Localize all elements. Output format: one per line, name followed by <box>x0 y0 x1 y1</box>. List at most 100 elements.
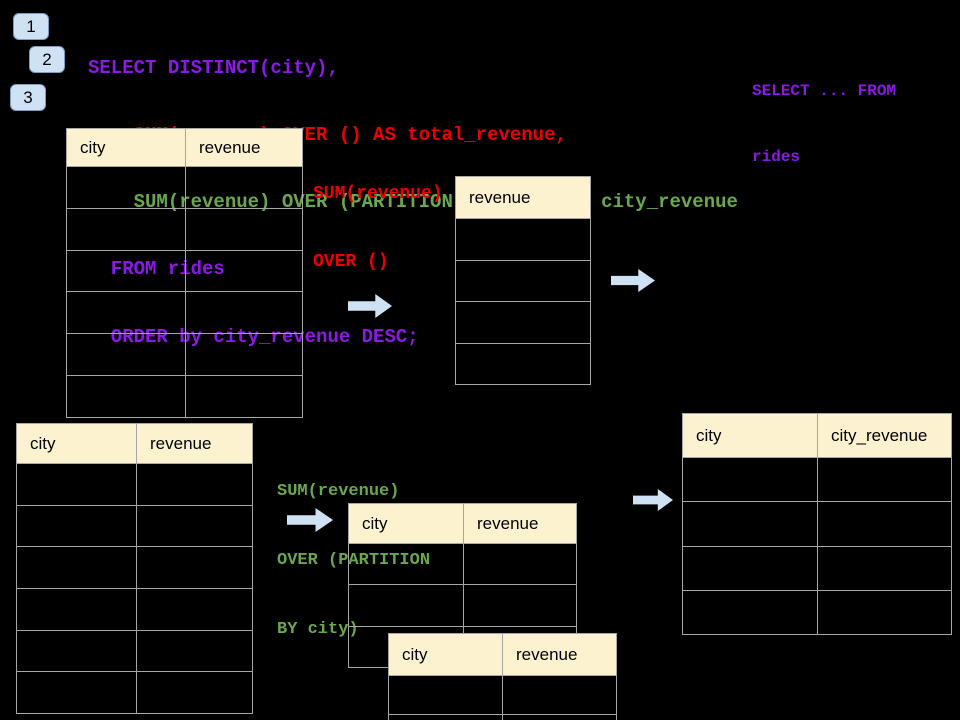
table-partition-step-1: city revenue <box>348 503 577 668</box>
table-row <box>17 589 253 631</box>
empty-cell <box>137 464 253 506</box>
sql-snippet-from-rides: SELECT ... FROM rides <box>752 36 896 212</box>
table-row <box>17 672 253 715</box>
table-rides-source-top: city revenue <box>66 128 303 418</box>
empty-cell <box>137 672 253 715</box>
column-header-city: city <box>67 129 186 167</box>
empty-cell <box>186 167 303 209</box>
snippet-line-2: rides <box>752 148 801 166</box>
table-row <box>683 458 952 503</box>
empty-cell <box>17 630 137 673</box>
empty-cell <box>464 544 577 586</box>
table-header-row: city revenue <box>67 129 303 167</box>
empty-cell <box>137 630 253 673</box>
empty-cell <box>818 502 952 547</box>
empty-cell <box>67 334 186 376</box>
flow-arrow-right-icon <box>633 489 673 511</box>
empty-cell <box>683 458 818 503</box>
empty-cell <box>186 334 303 376</box>
table-row <box>456 260 591 302</box>
empty-cell <box>186 292 303 335</box>
empty-cell <box>389 676 503 715</box>
table-row <box>17 505 253 548</box>
step-badge-3: 3 <box>10 84 46 111</box>
table-header-row: city city_revenue <box>683 414 952 458</box>
empty-cell <box>456 302 591 344</box>
sql-line-select: SELECT DISTINCT(city), <box>88 56 339 79</box>
empty-cell <box>67 167 186 209</box>
table-partition-step-2: city revenue <box>388 633 617 720</box>
step-badge-1-label: 1 <box>26 16 36 36</box>
empty-cell <box>683 590 818 636</box>
column-header-revenue: revenue <box>137 424 253 464</box>
empty-cell <box>683 546 818 591</box>
empty-cell <box>464 585 577 627</box>
empty-cell <box>137 547 253 590</box>
step-badge-1: 1 <box>13 13 49 40</box>
step-badge-2-label: 2 <box>42 49 52 69</box>
column-header-revenue: revenue <box>464 504 577 544</box>
empty-cell <box>186 375 303 418</box>
empty-cell <box>503 676 617 715</box>
empty-cell <box>137 589 253 631</box>
empty-cell <box>349 544 464 586</box>
empty-cell <box>389 715 503 720</box>
empty-cell <box>503 715 617 720</box>
table-row <box>67 292 303 335</box>
label-sum-over-partition-line-2: OVER (PARTITION <box>277 551 431 570</box>
empty-cell <box>818 546 952 591</box>
column-header-city-revenue: city_revenue <box>818 414 952 458</box>
label-sum-over-partition: SUM(revenue) OVER (PARTITION BY city) <box>277 434 430 687</box>
table-row <box>17 547 253 590</box>
column-header-city: city <box>17 424 137 464</box>
table-header-row: city revenue <box>349 504 577 544</box>
table-row <box>17 464 253 506</box>
empty-cell <box>186 208 303 251</box>
table-row <box>349 585 577 627</box>
empty-cell <box>683 502 818 547</box>
table-row <box>67 208 303 251</box>
empty-cell <box>67 375 186 418</box>
empty-cell <box>137 505 253 548</box>
sql-line-order-by: ORDER by city_revenue DESC; <box>88 325 419 348</box>
table-row <box>683 590 952 636</box>
column-header-city: city <box>389 634 503 676</box>
column-header-revenue: revenue <box>456 177 591 219</box>
empty-cell <box>17 464 137 506</box>
column-header-revenue: revenue <box>503 634 617 676</box>
table-row <box>389 715 617 720</box>
empty-cell <box>186 250 303 293</box>
column-header-city: city <box>683 414 818 458</box>
table-row <box>456 343 591 385</box>
step-badge-3-label: 3 <box>23 87 33 107</box>
table-row <box>67 250 303 293</box>
table-city-revenue-result: city city_revenue <box>682 413 952 636</box>
table-rides-source-bottom: city revenue <box>16 423 253 715</box>
table-total-revenue: revenue <box>455 176 591 385</box>
table-row <box>456 302 591 344</box>
step-badge-2: 2 <box>29 46 65 73</box>
label-sum-over-partition-line-1: SUM(revenue) <box>277 482 400 501</box>
sql-line-from: FROM rides <box>88 258 225 281</box>
table-row <box>683 546 952 591</box>
table-header-row: city revenue <box>389 634 617 676</box>
label-sum-over-all: SUM(revenue) OVER () <box>313 138 443 318</box>
table-row <box>349 544 577 586</box>
table-row <box>67 167 303 209</box>
empty-cell <box>17 547 137 590</box>
empty-cell <box>456 343 591 385</box>
empty-cell <box>17 672 137 715</box>
empty-cell <box>17 505 137 548</box>
empty-cell <box>818 590 952 636</box>
label-sum-over-all-line-2: OVER () <box>313 251 389 272</box>
snippet-line-1: SELECT ... FROM <box>752 82 897 100</box>
table-row <box>67 334 303 376</box>
label-sum-over-partition-line-3: BY city) <box>277 620 359 639</box>
empty-cell <box>456 219 591 261</box>
table-header-row: revenue <box>456 177 591 219</box>
column-header-revenue: revenue <box>186 129 303 167</box>
column-header-city: city <box>349 504 464 544</box>
empty-cell <box>67 292 186 335</box>
empty-cell <box>456 260 591 302</box>
